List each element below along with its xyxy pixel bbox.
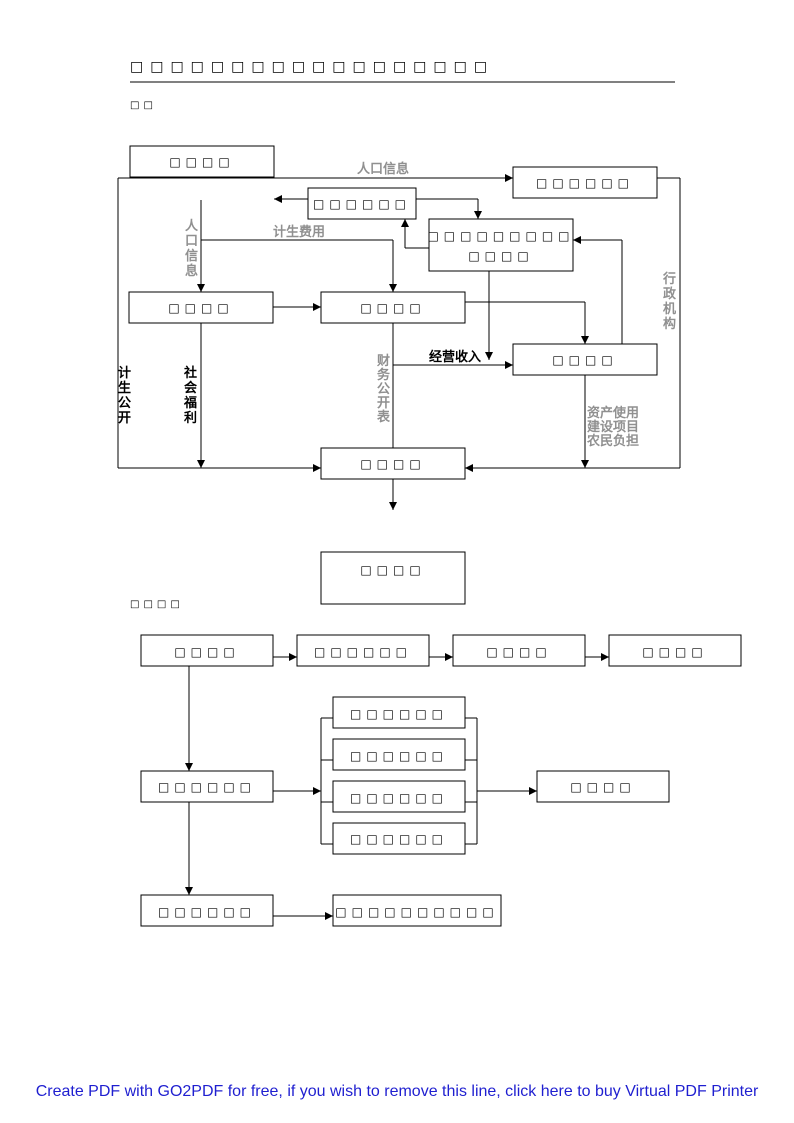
fc2-box-9 [332, 822, 466, 855]
label-admin-char: 政 [663, 286, 677, 302]
fc1-box-mid-center-label: □□□□ [360, 301, 425, 315]
label-pop-info-side-char: 息 [185, 263, 198, 279]
fc1-box-two-line-label-1: □□□□□□□□□ [427, 229, 574, 243]
fc2-box-11 [140, 894, 274, 927]
fc1-box-top-right [512, 166, 658, 199]
fc2-box-5-label: □□□□□□ [158, 780, 256, 794]
fc2-box-9-label: □□□□□□ [350, 832, 448, 846]
fc2-box-8 [332, 780, 466, 813]
fc1-box-result-label: □□□□ [360, 563, 425, 577]
fc1-box-bottom-center [320, 447, 466, 480]
label-finance-char: 公 [377, 382, 390, 397]
page-title: □□□□□□□□□□□□□□□□□□ [130, 59, 494, 75]
label-finance-table: 财 务 公 开 表 [376, 353, 391, 425]
fc1-box-upper-middle [307, 187, 417, 220]
fc2-box-5 [140, 770, 274, 803]
label-welfare-char: 利 [184, 410, 197, 426]
label-assets: 资产使用 建设项目 农民负担 [586, 405, 639, 449]
label-pop-info-top: 人口信息 [357, 161, 409, 177]
fc1-box-bottom-center-label: □□□□ [360, 457, 425, 471]
section-1-label: □□ [130, 100, 157, 111]
label-admin-char: 行 [662, 271, 676, 287]
label-pop-info-side: 人 口 信 息 [185, 218, 199, 279]
fc1-box-two-line-label-2: □□□□ [468, 249, 533, 263]
fc1-box-top-left [129, 145, 275, 178]
fc1-box-mid-right [512, 343, 658, 376]
label-admin-char: 机 [663, 301, 676, 317]
label-income: 经营收入 [429, 349, 481, 365]
fc2-box-6-label: □□□□□□ [350, 707, 448, 721]
fc2-box-10 [536, 770, 670, 803]
label-finance-char: 表 [376, 409, 391, 425]
fc1-box-two-line [428, 218, 574, 272]
fc2-box-3-label: □□□□ [486, 645, 551, 659]
label-admin-char: 构 [663, 316, 676, 332]
label-welfare-char: 福 [183, 395, 197, 411]
fc2-box-6 [332, 696, 466, 729]
fc2-box-11-label: □□□□□□ [158, 905, 256, 919]
label-finance-char: 开 [377, 396, 390, 411]
flowchart-2 [140, 634, 742, 927]
label-admin-org: 行 政 机 构 [662, 271, 677, 332]
fc2-box-10-label: □□□□ [570, 780, 635, 794]
fc2-box-4 [608, 634, 742, 667]
fc2-box-12-label: □□□□□□□□□□ [335, 905, 498, 919]
fc2-box-1-label: □□□□ [174, 645, 239, 659]
label-finance-char: 财 [377, 353, 390, 369]
fc2-box-7-label: □□□□□□ [350, 749, 448, 763]
section-2-label: □□□□ [130, 599, 184, 610]
fc2-box-8-label: □□□□□□ [350, 791, 448, 805]
label-assets-line: 农民负担 [586, 433, 639, 449]
label-welfare: 社 会 福 利 [183, 365, 198, 426]
flowchart-1 [117, 145, 681, 605]
label-jisheng-char: 计 [118, 365, 131, 381]
label-jisheng-public: 计 生 公 开 [118, 365, 131, 426]
fc2-box-7 [332, 738, 466, 771]
fc1-box-top-right-label: □□□□□□ [536, 176, 634, 190]
label-assets-line: 建设项目 [587, 419, 639, 435]
label-pop-info-side-char: 人 [185, 218, 199, 234]
footer-promo-link[interactable]: Create PDF with GO2PDF for free, if you … [35, 1083, 759, 1100]
label-pop-info-side-char: 口 [185, 234, 198, 249]
fc1-box-top-left-label: □□□□ [169, 155, 234, 169]
fc2-box-3 [452, 634, 586, 667]
label-jisheng-char: 生 [118, 380, 131, 396]
fc1-box-mid-right-label: □□□□ [552, 353, 617, 367]
fc1-box-result [320, 551, 466, 605]
label-assets-line: 资产使用 [587, 405, 639, 421]
label-welfare-char: 社 [183, 365, 197, 381]
fc2-box-1 [140, 634, 274, 667]
label-pop-info-side-char: 信 [185, 248, 198, 264]
fc1-box-mid-left-label: □□□□ [168, 301, 233, 315]
fc2-box-2 [296, 634, 430, 667]
fc2-box-4-label: □□□□ [642, 645, 707, 659]
fc2-box-2-label: □□□□□□ [314, 645, 412, 659]
label-finance-char: 务 [377, 367, 391, 383]
fc1-box-upper-middle-label: □□□□□□ [313, 197, 411, 211]
label-jisheng-char: 公 [118, 396, 131, 411]
fc2-box-12 [332, 894, 502, 927]
label-jisheng-char: 开 [118, 411, 131, 426]
label-welfare-char: 会 [184, 380, 198, 396]
label-plan-fee: 计生费用 [273, 224, 325, 240]
